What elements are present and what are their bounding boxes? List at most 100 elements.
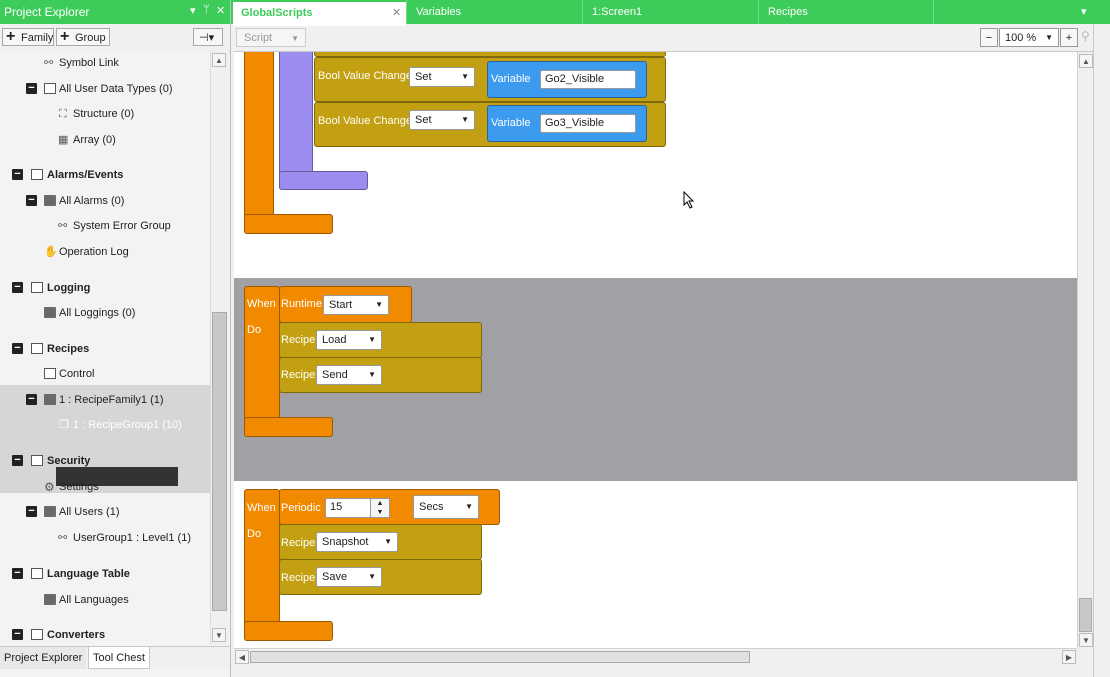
scroll-up-icon[interactable]: ▲ [1079, 54, 1093, 68]
recipe-action-dropdown[interactable]: Save▼ [316, 567, 382, 587]
collapse-icon[interactable]: − [12, 169, 23, 180]
period-stepper[interactable]: ▲ ▼ [370, 498, 390, 518]
tree-item-logging[interactable]: − Logging [0, 277, 210, 299]
script2-recipe-action-1[interactable]: Recipe Load▼ [279, 322, 482, 358]
scroll-left-icon[interactable]: ◀ [235, 650, 249, 664]
recipe-action-dropdown[interactable]: Load▼ [316, 330, 382, 350]
collapse-icon[interactable]: − [26, 394, 37, 405]
tree-item-security[interactable]: − Security [0, 450, 210, 472]
script-dropdown[interactable]: Script ▼ [236, 28, 306, 47]
script-canvas[interactable]: Bool Value Change Set▼ Variable Go2_Visi… [234, 52, 1077, 648]
script3-trigger-block[interactable]: Periodic 15 ▲ ▼ Secs▼ [279, 489, 500, 525]
tree-item-recipe-group[interactable]: ❐ 1 : RecipeGroup1 (10) [0, 414, 210, 436]
explorer-toolbar: +Family +Group ⊣▾ [0, 24, 230, 52]
chevron-down-icon: ▼ [461, 72, 469, 81]
tree-item-all-users[interactable]: − All Users (1) [0, 501, 210, 523]
scroll-right-icon[interactable]: ▶ [1062, 650, 1076, 664]
tree-item-all-languages[interactable]: All Languages [0, 589, 210, 611]
script3-event-block[interactable]: When Do [244, 489, 280, 639]
tree-item-operation-log[interactable]: ✋ Operation Log [0, 241, 210, 263]
chevron-down-icon: ▼ [384, 537, 392, 546]
tree-item-converters[interactable]: − Converters [0, 624, 210, 645]
tree-item-settings[interactable]: ⚙ Settings [0, 476, 210, 498]
panel-menu-icon[interactable]: ▾ [190, 5, 196, 17]
variable-block[interactable]: Variable Go3_Visible [487, 105, 647, 142]
variable-block[interactable]: Variable Go2_Visible [487, 61, 647, 98]
tree-item-recipe-family[interactable]: − 1 : RecipeFamily1 (1) [0, 389, 210, 411]
bool-action-dropdown[interactable]: Set▼ [409, 110, 475, 130]
tree-item-recipes[interactable]: − Recipes [0, 338, 210, 360]
tab-project-explorer[interactable]: Project Explorer [0, 647, 87, 669]
canvas-horizontal-scrollbar[interactable]: ◀ ▶ [234, 648, 1077, 665]
tree-item-alarms-events[interactable]: − Alarms/Events [0, 164, 210, 186]
zoom-dropdown[interactable]: 100 % ▼ [999, 28, 1059, 47]
zoom-in-button[interactable]: + [1060, 28, 1078, 47]
zoom-out-button[interactable]: − [980, 28, 998, 47]
selected-item-highlight [56, 467, 178, 486]
script1-logic-footer [279, 171, 368, 190]
collapse-icon[interactable]: − [26, 506, 37, 517]
scroll-up-icon[interactable]: ▲ [212, 53, 226, 67]
collapse-icon[interactable]: − [12, 282, 23, 293]
tab-list-menu-icon[interactable]: ▾ [1081, 6, 1087, 18]
chevron-down-icon: ▼ [1045, 33, 1053, 42]
script1-bool-action-2[interactable]: Bool Value Change Set▼ Variable Go3_Visi… [314, 102, 666, 147]
script3-recipe-action-1[interactable]: Recipe Snapshot▼ [279, 524, 482, 560]
search-icon[interactable]: ⚲ [1081, 29, 1090, 43]
variable-name-input[interactable]: Go2_Visible [540, 70, 636, 89]
period-unit-dropdown[interactable]: Secs▼ [413, 495, 479, 519]
tree-item-all-loggings[interactable]: All Loggings (0) [0, 302, 210, 324]
script2-event-footer [244, 417, 333, 437]
tree-item-symbol-link[interactable]: ⚯ Symbol Link [0, 52, 210, 74]
script1-bool-action-1[interactable]: Bool Value Change Set▼ Variable Go2_Visi… [314, 57, 666, 102]
collapse-icon[interactable]: − [12, 343, 23, 354]
bool-action-dropdown[interactable]: Set▼ [409, 67, 475, 87]
tab-variables[interactable]: Variables [406, 0, 592, 24]
stepper-up-icon[interactable]: ▲ [376, 500, 384, 507]
period-input[interactable]: 15 [325, 498, 371, 518]
tree-item-language-table[interactable]: − Language Table [0, 563, 210, 585]
recipe-action-dropdown[interactable]: Send▼ [316, 365, 382, 385]
tree-item-system-error-group[interactable]: ⚯ System Error Group [0, 215, 210, 237]
folder-icon [44, 506, 56, 517]
tree-item-array[interactable]: ▦ Array (0) [0, 129, 210, 151]
canvas-vertical-scrollbar[interactable]: ▲ ▼ [1077, 52, 1094, 648]
script1-event-block[interactable] [244, 52, 274, 228]
panel-pin-icon[interactable]: ᛘ [203, 4, 210, 16]
script2-event-block[interactable]: When Do [244, 286, 280, 436]
tab-close-icon[interactable]: ✕ [392, 7, 402, 19]
trigger-dropdown[interactable]: Start▼ [323, 295, 389, 315]
logging-icon [31, 282, 43, 293]
collapse-icon[interactable]: − [12, 629, 23, 640]
script2-recipe-action-2[interactable]: Recipe Send▼ [279, 357, 482, 393]
tab-screen1[interactable]: 1:Screen1 [582, 0, 768, 24]
add-family-button[interactable]: +Family [2, 28, 54, 46]
collapse-icon[interactable]: − [26, 195, 37, 206]
script3-recipe-action-2[interactable]: Recipe Save▼ [279, 559, 482, 595]
scroll-down-icon[interactable]: ▼ [212, 628, 226, 642]
tree-item-user-group[interactable]: ⚯ UserGroup1 : Level1 (1) [0, 527, 210, 549]
collapse-icon[interactable]: − [26, 83, 37, 94]
stepper-down-icon[interactable]: ▼ [376, 509, 384, 516]
tab-globalscripts[interactable]: GlobalScripts ✕ [233, 0, 406, 26]
recipe-action-dropdown[interactable]: Snapshot▼ [316, 532, 398, 552]
variable-name-input[interactable]: Go3_Visible [540, 114, 636, 133]
tree-item-all-alarms[interactable]: − All Alarms (0) [0, 190, 210, 212]
tree-item-structure[interactable]: ⛶ Structure (0) [0, 103, 210, 125]
pin-dropdown-button[interactable]: ⊣▾ [193, 28, 223, 46]
tree-scroll-thumb[interactable] [212, 312, 227, 611]
tree-item-all-user-data-types[interactable]: − All User Data Types (0) [0, 78, 210, 100]
scroll-down-icon[interactable]: ▼ [1079, 633, 1093, 647]
canvas-vscroll-thumb[interactable] [1079, 598, 1092, 632]
collapse-icon[interactable]: − [12, 568, 23, 579]
tree-item-control[interactable]: Control [0, 363, 210, 385]
tab-tool-chest[interactable]: Tool Chest [88, 647, 150, 669]
tab-recipes[interactable]: Recipes [758, 0, 943, 24]
script2-trigger-block[interactable]: Runtime Start▼ [279, 286, 412, 323]
panel-close-icon[interactable]: ✕ [216, 5, 226, 17]
script1-logic-block[interactable] [279, 52, 313, 190]
add-group-button[interactable]: +Group [56, 28, 110, 46]
data-types-icon [44, 83, 56, 94]
canvas-hscroll-thumb[interactable] [250, 651, 750, 663]
collapse-icon[interactable]: − [12, 455, 23, 466]
